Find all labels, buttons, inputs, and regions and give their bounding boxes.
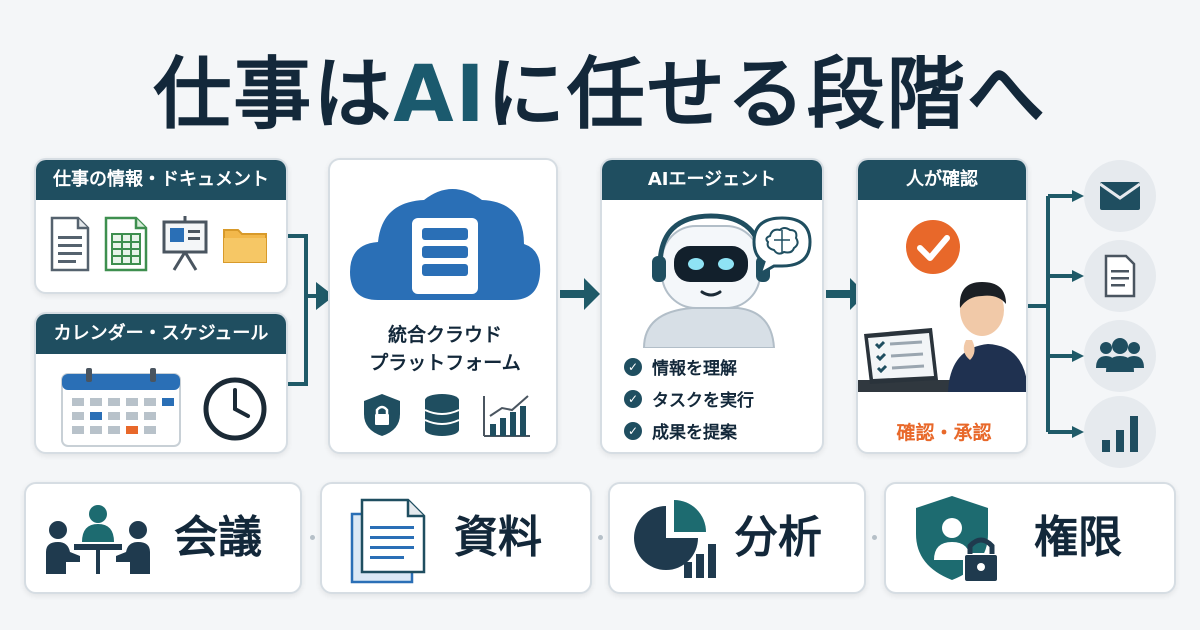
ai-agent-card-header: AIエージェント	[602, 160, 822, 200]
separator-dot	[598, 535, 603, 540]
cloud-platform-card: 統合クラウド プラットフォーム	[328, 158, 558, 454]
output-document	[1084, 240, 1156, 312]
bar-chart-icon	[1102, 416, 1138, 452]
human-review-card-header: 人が確認	[858, 160, 1026, 200]
cloud-label-line2: プラットフォーム	[369, 352, 521, 374]
approval-check-icon	[906, 220, 960, 274]
separator-dot	[872, 535, 877, 540]
output-team	[1084, 320, 1156, 392]
presentation-icon	[162, 216, 208, 271]
mail-icon	[1099, 182, 1141, 210]
security-shield-icon	[364, 394, 400, 436]
separator-dot	[310, 535, 315, 540]
clock-icon	[203, 377, 267, 441]
check-icon: ✓	[624, 389, 642, 408]
growth-chart-icon	[483, 395, 530, 437]
check-icon: ✓	[624, 421, 642, 440]
spreadsheet-icon	[104, 216, 148, 272]
permission-icon	[916, 496, 999, 583]
output-chart	[1084, 396, 1156, 468]
bottom-item-permission: 権限	[884, 482, 1176, 594]
bottom-item-meeting: 会議	[24, 482, 302, 594]
agent-bullet-text: タスクを実行	[652, 391, 754, 411]
document-stack-icon	[350, 498, 426, 584]
team-icon	[1096, 338, 1144, 372]
bottom-item-label: 資料	[454, 512, 542, 563]
check-icon: ✓	[624, 357, 642, 376]
human-review-card: 人が確認 確認・承認	[856, 158, 1028, 454]
bottom-item-materials: 資料	[320, 482, 592, 594]
output-mail	[1084, 160, 1156, 232]
text-document-icon	[50, 216, 90, 272]
title-post: に任せる段階へ	[486, 50, 1047, 140]
title-pre: 仕事は	[153, 50, 394, 140]
agent-bullet-understand: ✓ 情報を理解	[624, 354, 737, 379]
human-review-footer: 確認・承認	[896, 422, 992, 444]
brain-thought-icon	[752, 216, 812, 274]
left-connector	[288, 234, 334, 386]
agent-bullet-propose: ✓ 成果を提案	[624, 418, 737, 443]
bottom-item-label: 分析	[734, 512, 822, 563]
calendar-card-header: カレンダー・スケジュール	[36, 314, 286, 354]
cloud-server-icon	[350, 189, 541, 300]
title-ai: AI	[393, 50, 487, 140]
calendar-icon	[61, 368, 181, 447]
documents-card-header: 仕事の情報・ドキュメント	[36, 160, 286, 200]
folder-icon	[223, 229, 267, 263]
reviewer-person-icon	[858, 282, 1026, 392]
meeting-icon	[46, 505, 150, 574]
agent-bullet-text: 成果を提案	[652, 423, 737, 443]
analytics-icon	[634, 500, 716, 578]
calendar-card: カレンダー・スケジュール	[34, 312, 288, 454]
bottom-item-label: 権限	[1034, 512, 1122, 563]
flow-arrow-1	[560, 278, 600, 310]
page-title: 仕事はAIに任せる段階へ	[0, 40, 1200, 150]
documents-card: 仕事の情報・ドキュメント	[34, 158, 288, 294]
agent-bullet-text: 情報を理解	[652, 359, 737, 379]
bottom-item-analysis: 分析	[608, 482, 866, 594]
bottom-item-label: 会議	[174, 512, 262, 563]
database-icon	[424, 394, 460, 436]
output-branch-lines	[1028, 190, 1084, 438]
agent-bullet-execute: ✓ タスクを実行	[624, 386, 754, 411]
cloud-label-line1: 統合クラウド	[387, 324, 502, 346]
document-icon	[1104, 254, 1136, 298]
robot-agent-icon	[642, 213, 776, 348]
ai-agent-card: AIエージェント ✓ 情報を理解 ✓ タスクを実行 ✓ 成果を提案	[600, 158, 824, 454]
